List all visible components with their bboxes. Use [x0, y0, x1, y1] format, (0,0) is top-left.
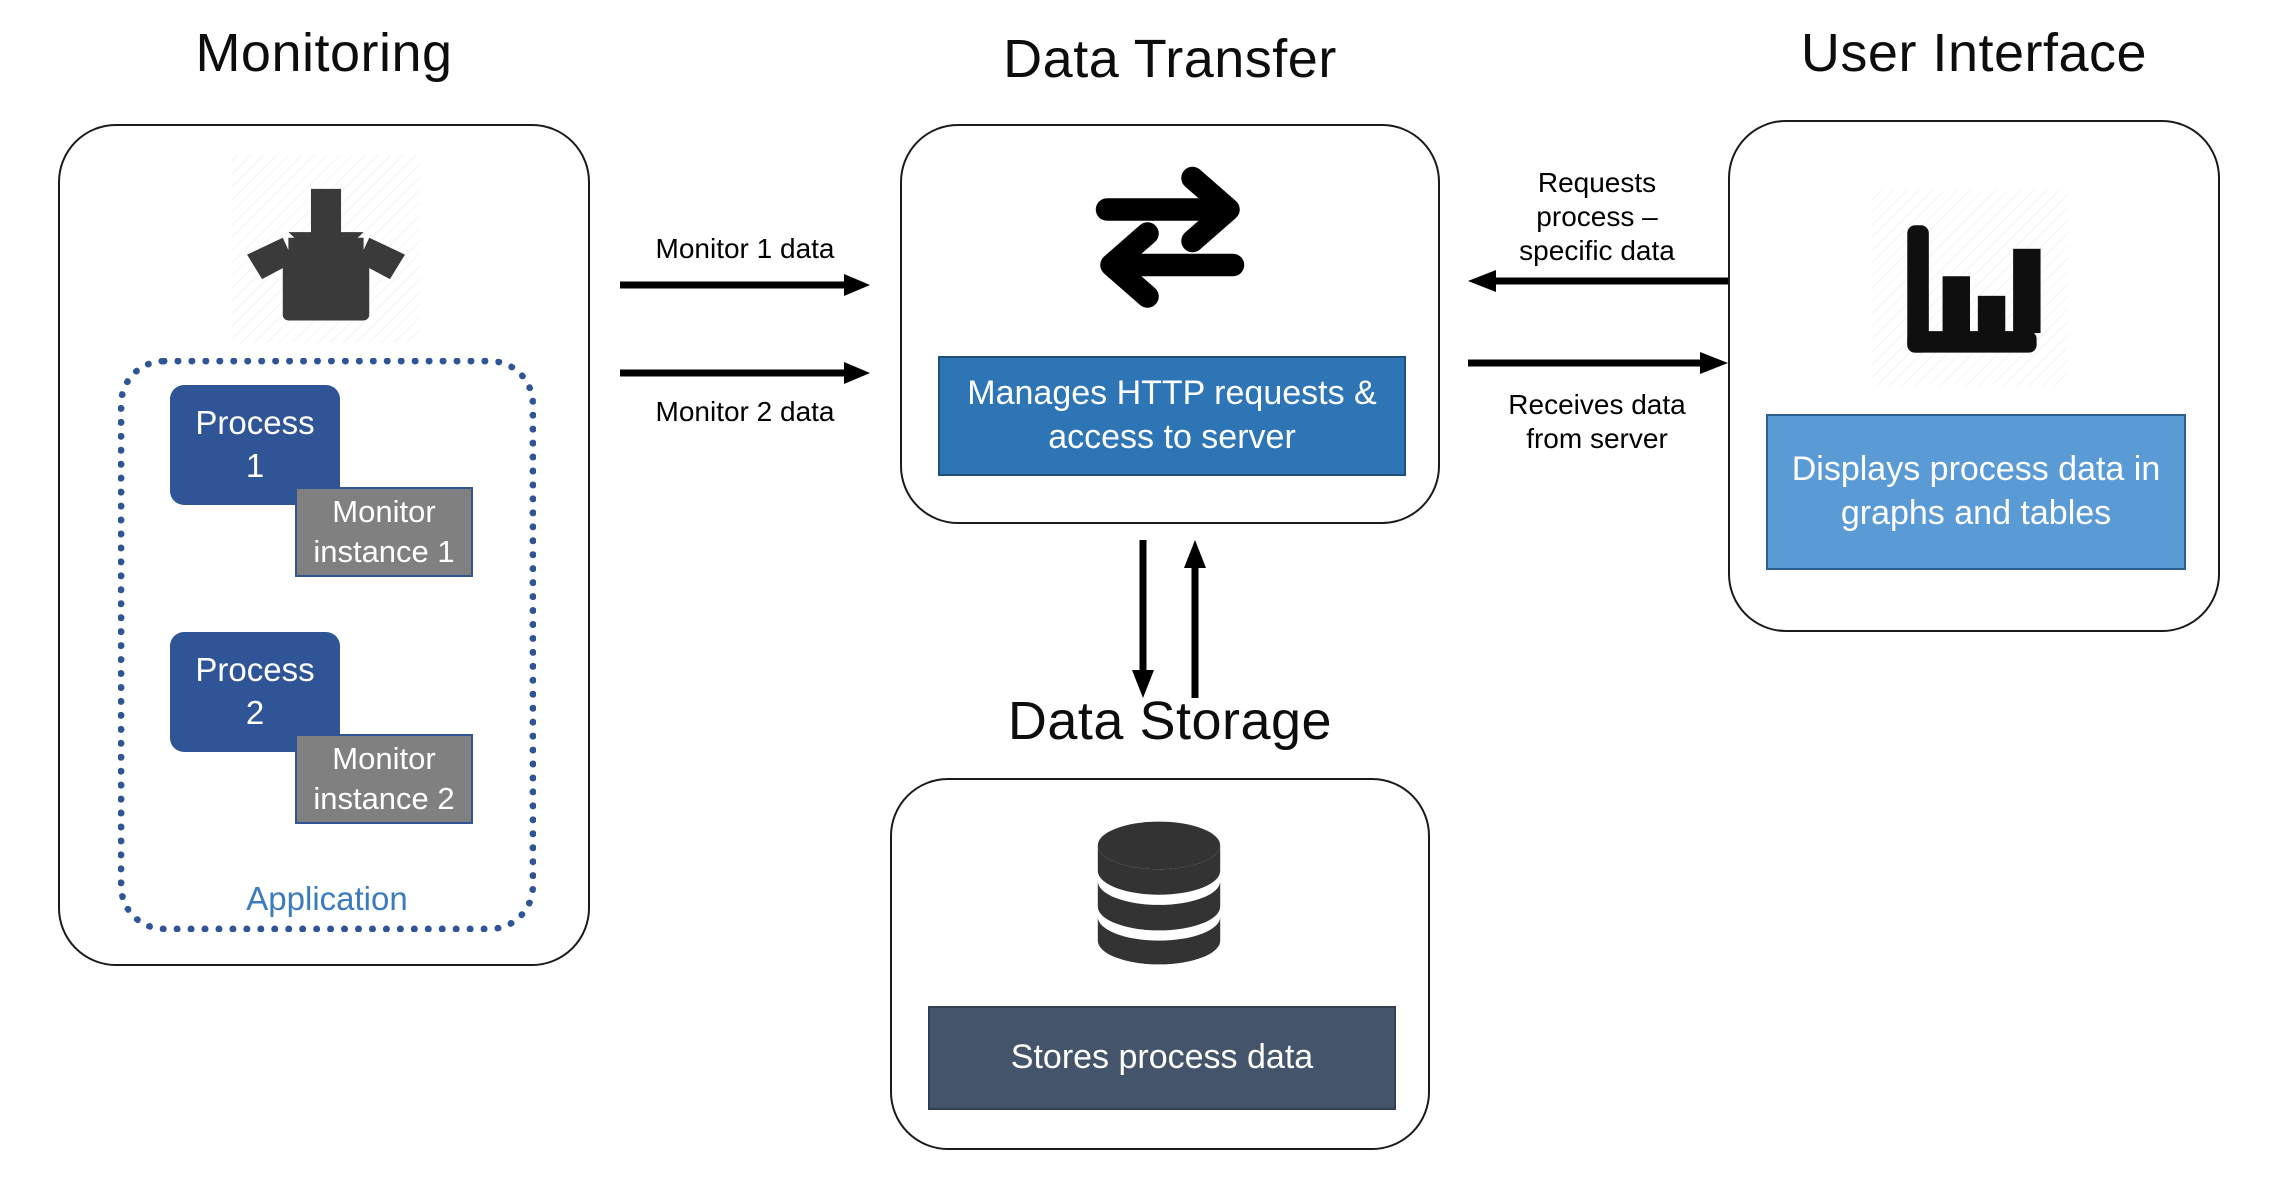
storage-write-arrow	[1132, 540, 1154, 698]
application-container	[118, 358, 536, 932]
requests-process-specific-data-label: Requests process – specific data	[1519, 167, 1675, 267]
monitor-1-data-arrow	[620, 274, 870, 296]
application-label: Application	[246, 880, 408, 917]
bidirectional-transfer-arrows-icon	[1080, 160, 1260, 310]
monitor-instance-box-2[interactable]: Monitor instance 2	[295, 734, 473, 824]
receives-data-from-server-label: Receives data from server	[1508, 389, 1686, 455]
monitoring-title: Monitoring	[195, 23, 453, 83]
data-transfer-title: Data Transfer	[1003, 29, 1337, 89]
user-interface-banner: Displays process data in graphs and tabl…	[1766, 414, 2186, 570]
package-box-download-icon	[232, 155, 420, 343]
monitor-1-data-label: Monitor 1 data	[655, 233, 835, 264]
requests-process-specific-data-arrow	[1468, 270, 1728, 292]
storage-read-arrow	[1184, 540, 1206, 698]
process-box-2[interactable]: Process 2	[170, 632, 340, 752]
bar-chart-icon	[1872, 190, 2068, 386]
data-transfer-banner: Manages HTTP requests & access to server	[938, 356, 1406, 476]
process-box-1[interactable]: Process 1	[170, 385, 340, 505]
monitor-2-data-arrow	[620, 362, 870, 384]
data-storage-banner: Stores process data	[928, 1006, 1396, 1110]
monitor-2-data-label: Monitor 2 data	[655, 396, 835, 427]
data-storage-title: Data Storage	[1007, 691, 1333, 751]
receives-data-from-server-arrow	[1468, 352, 1728, 374]
user-interface-title: User Interface	[1800, 23, 2148, 83]
database-cylinder-icon	[1074, 808, 1244, 978]
monitor-instance-box-1[interactable]: Monitor instance 1	[295, 487, 473, 577]
